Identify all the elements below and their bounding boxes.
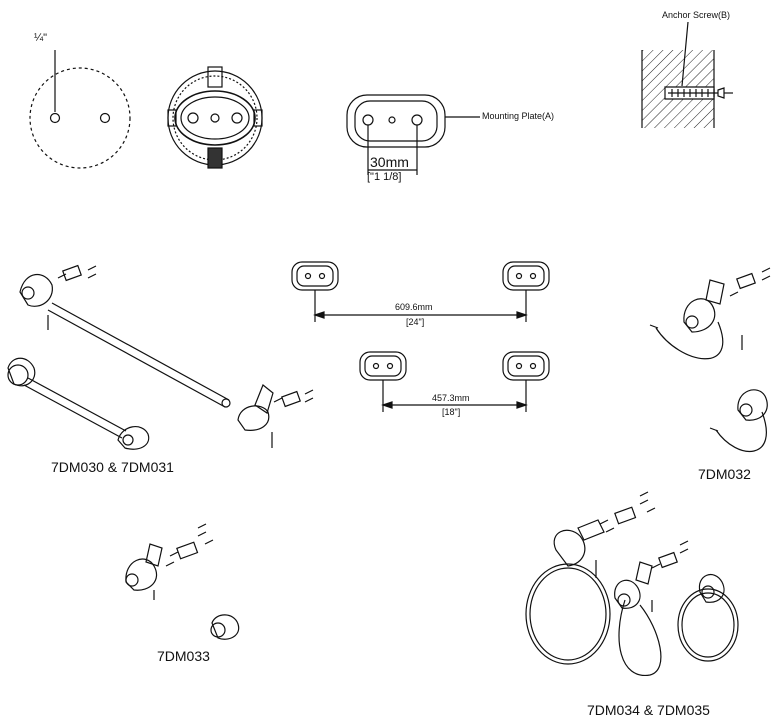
mounting-plate-label: Mounting Plate(A) — [482, 111, 555, 121]
spacing-24-in-label: [24"] — [406, 317, 425, 327]
toilet-paper-holder-drawing — [649, 267, 771, 453]
spacing-18-in-label: [18"] — [442, 407, 461, 417]
spacing-24-mm-label: 609.6mm — [395, 302, 433, 312]
spacing-18-mm-label: 457.3mm — [432, 393, 470, 403]
towel-bar-drawing — [7, 264, 314, 450]
model-towel-rings: 7DM034 & 7DM035 — [587, 702, 710, 718]
spacing-24-diagram — [291, 261, 550, 322]
plate-spacing-mm-label: 30mm — [370, 154, 409, 170]
mounting-base-back — [167, 66, 263, 169]
spacing-18-diagram — [359, 351, 550, 412]
anchor-screw — [641, 21, 733, 128]
drill-template — [29, 50, 131, 169]
model-toilet-paper-holder: 7DM032 — [698, 466, 751, 482]
model-robe-hook: 7DM033 — [157, 648, 210, 664]
model-towel-bars: 7DM030 & 7DM031 — [51, 459, 174, 475]
plate-spacing-in-label: ["1 1/8] — [367, 171, 402, 183]
hole-size-label: ¼" — [34, 32, 48, 44]
anchor-screw-label: Anchor Screw(B) — [662, 10, 731, 20]
robe-hook-drawing — [125, 523, 240, 640]
towel-rings-drawing — [525, 491, 739, 676]
mounting-plate — [346, 94, 480, 175]
